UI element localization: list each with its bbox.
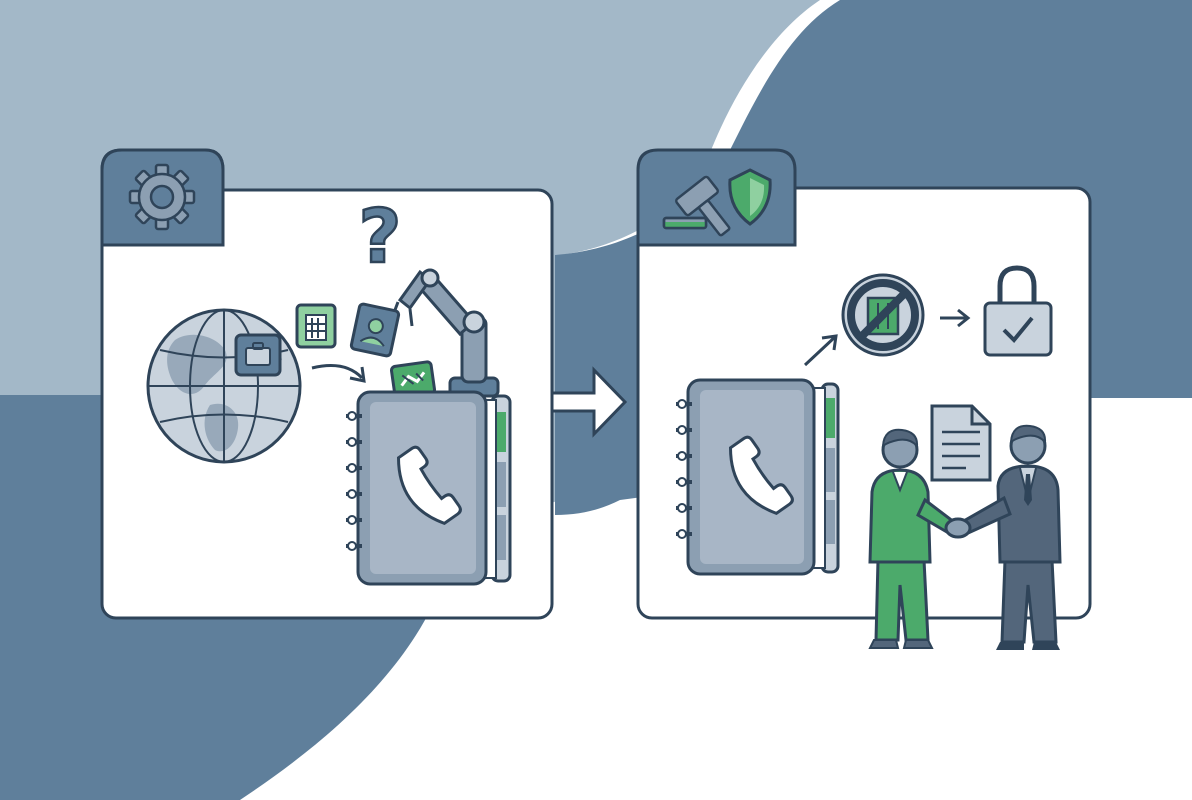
globe-to-book-arrowhead [349, 366, 366, 383]
phone-icon [397, 445, 462, 526]
gear-icon [128, 163, 196, 231]
process-panel: ? [100, 148, 554, 620]
businessman-icon [868, 428, 960, 649]
businessman-icon [960, 424, 1062, 650]
prohibition-to-lock-arrow [940, 308, 971, 328]
globe-to-book-arrow [311, 364, 364, 380]
question-mark: ? [359, 194, 402, 280]
briefcase-icon [234, 333, 282, 377]
book-to-prohibition-arrow [803, 334, 838, 367]
no-building-icon [841, 273, 925, 357]
handshake-people-icon [868, 424, 1062, 650]
globe-icon [146, 308, 302, 464]
phone-icon [729, 435, 794, 516]
id-badge-icon [349, 302, 401, 358]
check-icon [1002, 316, 1034, 343]
gavel-shield-icon [662, 168, 772, 237]
document-icon [930, 404, 992, 482]
compliance-panel [636, 148, 1092, 650]
phone-book-icon [346, 390, 512, 586]
flow-arrow-icon [550, 366, 628, 438]
phone-book-icon [676, 378, 840, 576]
padlock-icon [983, 265, 1053, 357]
building-icon [295, 303, 337, 349]
